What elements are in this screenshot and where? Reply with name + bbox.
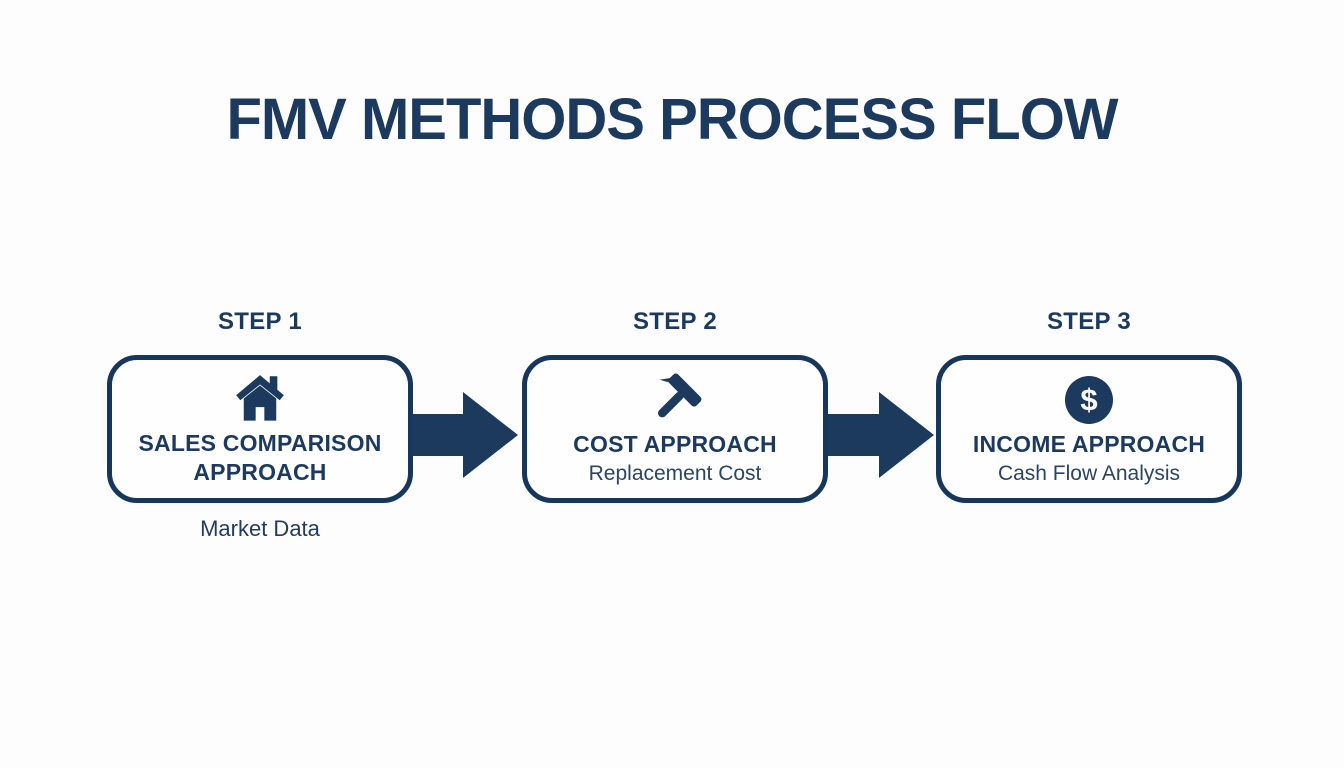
house-icon [234, 373, 286, 425]
step-1-label: STEP 1 [217, 308, 303, 335]
step-3-label: STEP 3 [1046, 308, 1132, 335]
page-title: FMV METHODS PROCESS FLOW [226, 87, 1118, 152]
dollar-sign-glyph: $ [1065, 376, 1113, 425]
step-2-title: COST APPROACH [573, 431, 777, 458]
hammer-icon [648, 373, 702, 426]
step-1-subtitle: Market Data [200, 516, 320, 541]
step-3-box: $ INCOME APPROACH Cash Flow Analysis [936, 355, 1242, 503]
step-2-subtitle: Replacement Cost [588, 461, 762, 485]
step-3-title: INCOME APPROACH [972, 431, 1206, 458]
arrow-right-icon [408, 392, 518, 478]
step-3-subtitle: Cash Flow Analysis [997, 461, 1181, 485]
step-2-label: STEP 2 [632, 308, 718, 335]
step-1-box: SALES COMPARISON APPROACH [107, 355, 413, 503]
step-2-box: COST APPROACH Replacement Cost [522, 355, 828, 503]
step-1-title: SALES COMPARISON APPROACH [138, 430, 382, 485]
arrow-right-icon [824, 392, 934, 478]
dollar-icon: $ [1065, 374, 1113, 426]
